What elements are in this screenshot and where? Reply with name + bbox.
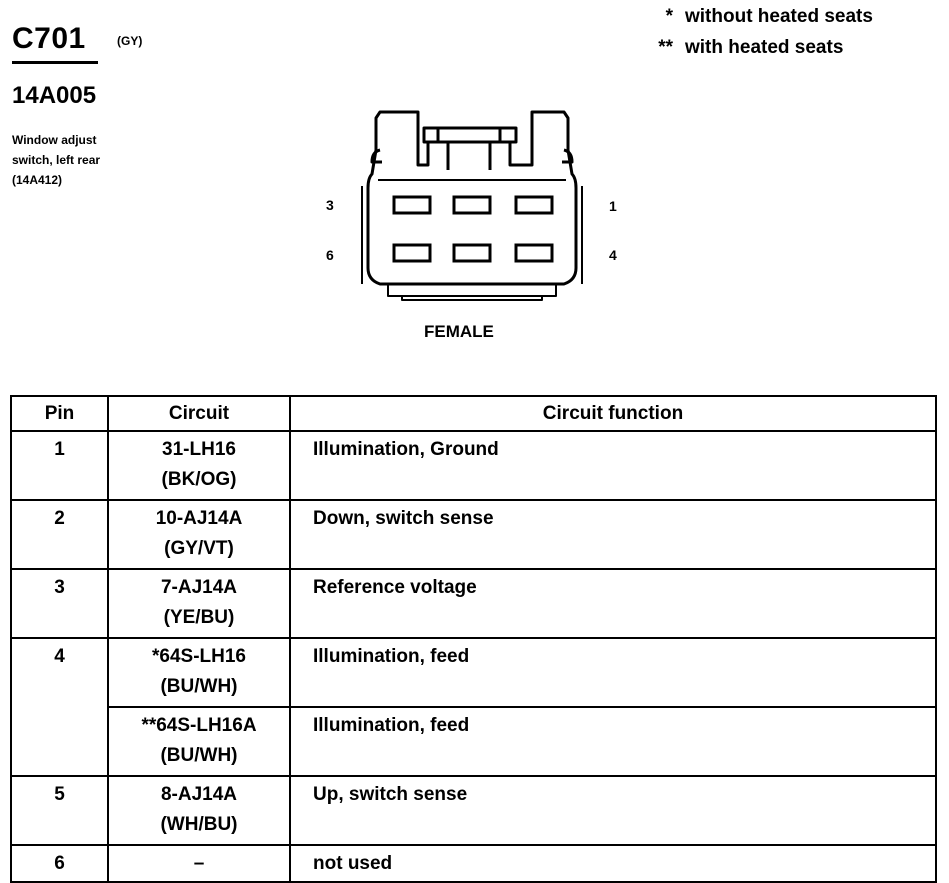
connector-face-diagram: 3 6 1 4 [326,110,617,301]
circuit-cell: – [107,844,291,883]
pinout-table: Pin Circuit Circuit function 1 31-LH16 (… [10,395,937,883]
function-cell: Down, switch sense [289,499,937,570]
column-header-pin: Pin [10,395,109,432]
connector-housing-outline [361,110,583,301]
pin-cavity-2 [452,195,492,215]
pin-cell: 5 [10,775,109,846]
wire-color: (BK/OG) [161,469,237,490]
table-row: 1 31-LH16 (BK/OG) Illumination, Ground [10,430,937,501]
circuit-cell: 31-LH16 (BK/OG) [107,430,291,501]
circuit-cell: 8-AJ14A (WH/BU) [107,775,291,846]
connector-id-underline [12,61,98,64]
pin-label-top-right: 1 [609,198,617,214]
circuit-number: 31-LH16 [162,439,236,460]
column-header-circuit-function: Circuit function [289,395,937,432]
part-number: 14A005 [12,82,97,109]
circuit-cell: *64S-LH16 (BU/WH) [107,637,291,708]
pin-cavity-6 [392,243,432,263]
table-row: **64S-LH16A (BU/WH) Illumination, feed [11,706,937,777]
pin-label-bottom-right: 4 [609,247,617,263]
pin-cell: 2 [10,499,109,570]
wire-color: (YE/BU) [163,607,235,628]
pin-cell: 1 [10,430,109,501]
pin-cell: 4 [10,637,109,777]
circuit-cell: 7-AJ14A (YE/BU) [107,568,291,639]
pin-cavity-3 [392,195,432,215]
pin-label-bottom-left: 6 [326,247,334,263]
legend-symbol: ** [658,37,673,58]
table-header-row: Pin Circuit Circuit function [10,395,937,432]
pin-cell: 3 [10,568,109,639]
function-cell: not used [289,844,937,883]
table-row: 6 – not used [10,844,937,883]
circuit-number: – [193,853,205,874]
legend-text: without heated seats [685,6,873,27]
pin-cavity-4 [514,243,554,263]
connector-id: C701 [12,22,86,55]
table-row: 2 10-AJ14A (GY/VT) Down, switch sense [10,499,937,570]
circuit-number: 8-AJ14A [160,784,238,805]
legend: * without heated seats ** with heated se… [635,6,873,68]
pin-cavity-1 [514,195,554,215]
pin-cavities [392,195,554,263]
wire-color: (WH/BU) [160,814,238,835]
function-cell: Illumination, Ground [289,430,937,501]
circuit-number: **64S-LH16A [141,715,257,736]
circuit-cell: **64S-LH16A (BU/WH) [107,706,291,777]
table-row: 4 *64S-LH16 (BU/WH) Illumination, feed [10,637,937,777]
pin-cell: 6 [10,844,109,883]
circuit-number: 7-AJ14A [160,577,238,598]
component-description-line: Window adjust [12,133,97,147]
function-cell: Illumination, feed [289,637,937,708]
wire-color: (GY/VT) [164,538,234,559]
legend-text: with heated seats [685,37,844,58]
wire-color: (BU/WH) [160,676,238,697]
pin-cavity-5 [452,243,492,263]
connector-color: (GY) [117,34,143,48]
function-cell: Illumination, feed [289,706,937,777]
circuit-cell: 10-AJ14A (GY/VT) [107,499,291,570]
circuit-number: *64S-LH16 [152,646,246,667]
connector-gender-label: FEMALE [424,322,494,341]
circuit-number: 10-AJ14A [155,508,243,529]
component-description: Window adjust switch, left rear (14A412) [12,130,142,190]
function-cell: Reference voltage [289,568,937,639]
wire-color: (BU/WH) [160,745,238,766]
legend-item: ** with heated seats [635,37,873,68]
function-cell: Up, switch sense [289,775,937,846]
legend-item: * without heated seats [635,6,873,37]
component-description-line: switch, left rear [12,153,101,167]
table-row: 5 8-AJ14A (WH/BU) Up, switch sense [10,775,937,846]
pin-label-top-left: 3 [326,197,334,213]
column-header-circuit: Circuit [107,395,291,432]
component-description-line: (14A412) [12,173,63,187]
legend-symbol: * [665,6,673,27]
table-row: 3 7-AJ14A (YE/BU) Reference voltage [10,568,937,639]
